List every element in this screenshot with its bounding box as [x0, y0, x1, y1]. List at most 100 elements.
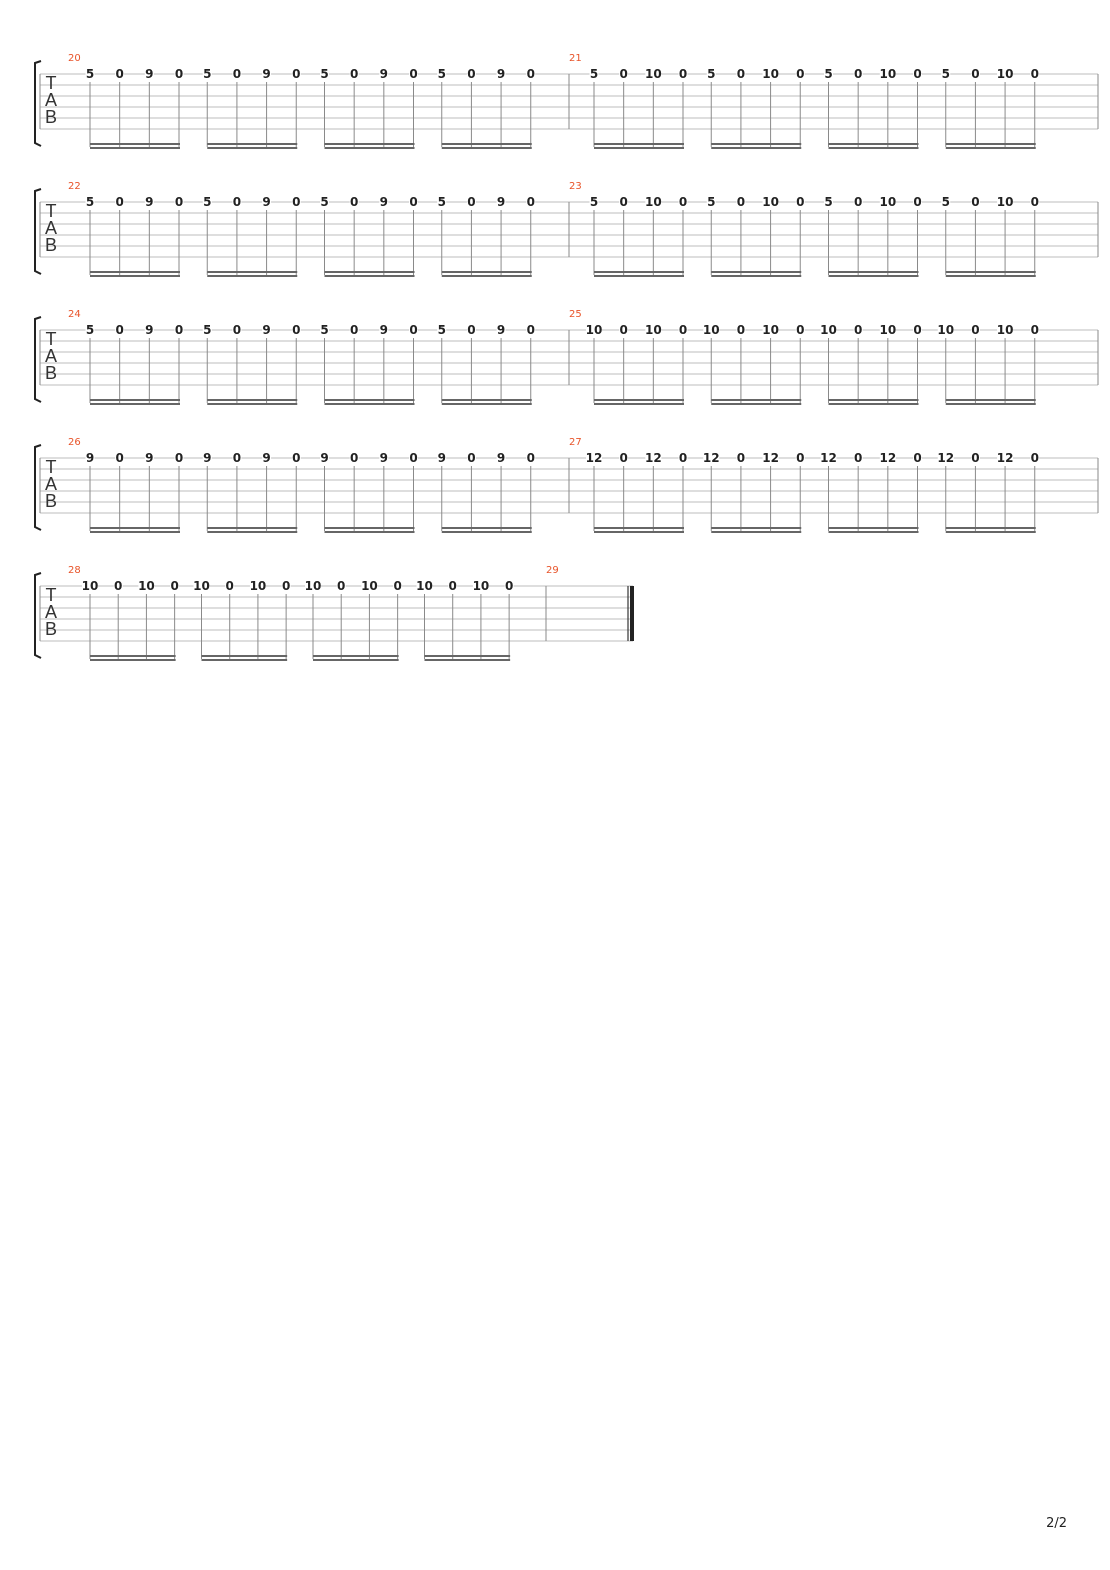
fret-knockout: [762, 324, 779, 336]
fret-knockout: [879, 452, 896, 464]
fret-number: 9: [380, 323, 388, 337]
system-bracket: [34, 444, 42, 531]
beam-primary: [594, 527, 684, 529]
fret-knockout: [320, 68, 329, 80]
fret-number: 0: [679, 195, 687, 209]
fret-number: 0: [679, 67, 687, 81]
beam-secondary: [90, 403, 180, 405]
fret-number: 0: [467, 67, 475, 81]
fret-knockout: [795, 324, 805, 336]
fret-knockout: [589, 68, 599, 80]
fret-number: 5: [320, 195, 328, 209]
fret-number: 0: [971, 67, 979, 81]
fret-number: 10: [361, 579, 378, 593]
fret-number: 9: [203, 451, 211, 465]
fret-knockout: [448, 580, 458, 592]
fret-number: 12: [762, 451, 779, 465]
fret-number: 9: [380, 67, 388, 81]
fret-number: 0: [679, 323, 687, 337]
fret-number: 0: [226, 579, 234, 593]
fret-number: 0: [350, 195, 358, 209]
fret-knockout: [526, 196, 536, 208]
beam-primary: [711, 399, 802, 401]
fret-number: 9: [438, 451, 446, 465]
fret-knockout: [466, 68, 476, 80]
beam-secondary: [594, 403, 684, 405]
tab-clef-letter: A: [45, 346, 57, 366]
fret-number: 0: [737, 67, 745, 81]
fret-knockout: [408, 68, 418, 80]
tab-clef-letter: A: [45, 602, 57, 622]
beam-secondary: [441, 147, 532, 149]
measure-number: 28: [68, 565, 81, 576]
beam-primary: [594, 143, 684, 145]
beam-secondary: [324, 275, 415, 277]
measure-number: 20: [68, 53, 81, 64]
fret-knockout: [912, 452, 922, 464]
beam-secondary: [201, 659, 288, 661]
fret-knockout: [504, 580, 514, 592]
fret-knockout: [379, 452, 389, 464]
fret-knockout: [138, 580, 155, 592]
fret-knockout: [937, 324, 954, 336]
fret-number: 9: [320, 451, 328, 465]
fret-knockout: [997, 196, 1014, 208]
tab-clef-letter: B: [45, 491, 57, 511]
fret-knockout: [85, 68, 95, 80]
fret-knockout: [820, 452, 837, 464]
fret-number: 9: [262, 451, 270, 465]
beam-primary: [828, 399, 919, 401]
fret-number: 10: [138, 579, 155, 593]
beam-secondary: [207, 147, 298, 149]
fret-number: 0: [409, 323, 417, 337]
fret-knockout: [85, 196, 95, 208]
fret-knockout: [824, 68, 833, 80]
beam-secondary: [90, 147, 180, 149]
beam-primary: [207, 399, 298, 401]
fret-knockout: [1030, 452, 1040, 464]
fret-knockout: [526, 68, 536, 80]
fret-number: 0: [292, 67, 300, 81]
fret-number: 0: [292, 195, 300, 209]
fret-knockout: [1030, 68, 1040, 80]
beam-primary: [207, 527, 298, 529]
fret-number: 0: [854, 67, 862, 81]
beam-primary: [828, 271, 919, 273]
beam-primary: [441, 527, 532, 529]
fret-knockout: [262, 68, 272, 80]
fret-number: 9: [497, 67, 505, 81]
fret-knockout: [645, 196, 662, 208]
tab-clef-letter: T: [46, 201, 57, 221]
beam-primary: [945, 399, 1036, 401]
fret-knockout: [320, 196, 329, 208]
fret-knockout: [291, 324, 301, 336]
beam-secondary: [711, 531, 802, 533]
beam-primary: [313, 655, 399, 657]
fret-number: 0: [233, 323, 241, 337]
fret-number: 0: [393, 579, 401, 593]
page-number: 2/2: [1046, 1516, 1067, 1531]
fret-knockout: [736, 196, 746, 208]
fret-knockout: [379, 324, 389, 336]
beam-primary: [711, 527, 802, 529]
beam-primary: [201, 655, 288, 657]
fret-knockout: [706, 196, 716, 208]
fret-number: 0: [737, 451, 745, 465]
fret-knockout: [466, 324, 476, 336]
beam-secondary: [945, 531, 1036, 533]
fret-number: 10: [193, 579, 210, 593]
system-bracket: [34, 60, 42, 147]
fret-knockout: [472, 580, 489, 592]
fret-number: 0: [1031, 323, 1039, 337]
fret-knockout: [437, 196, 447, 208]
tab-clef-letter: B: [45, 235, 57, 255]
fret-knockout: [336, 580, 346, 592]
tab-clef-letter: A: [45, 90, 57, 110]
beam-primary: [90, 527, 180, 529]
beam-secondary: [90, 531, 180, 533]
fret-knockout: [820, 324, 837, 336]
fret-number: 10: [997, 195, 1014, 209]
